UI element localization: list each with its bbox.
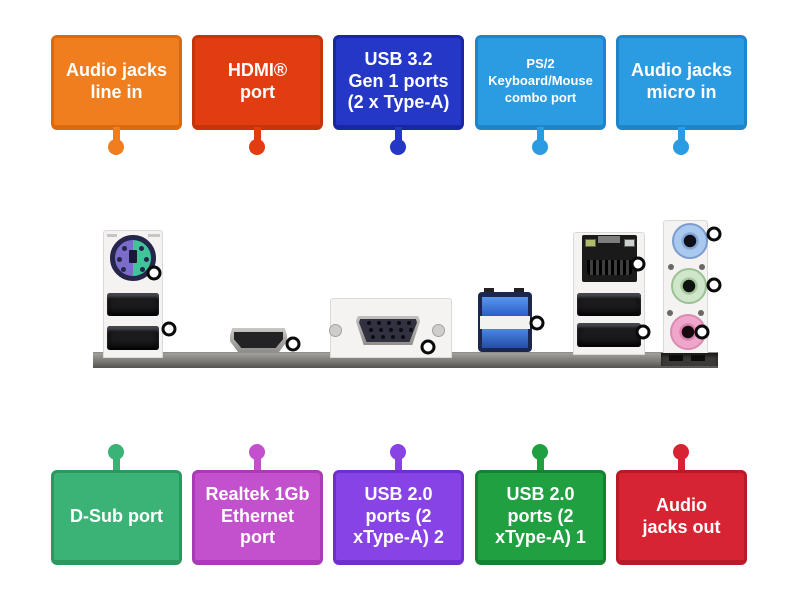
usb3-tongue-top xyxy=(482,297,528,316)
label-stem xyxy=(537,127,544,141)
target-marker-hdmi-port[interactable] xyxy=(285,336,301,352)
label-pin-dot xyxy=(108,139,124,155)
target-marker-line-out-jack[interactable] xyxy=(706,277,722,293)
usb2-port-left-bottom xyxy=(107,326,159,350)
bracket-mark xyxy=(148,234,160,237)
rj45-pins xyxy=(587,260,632,275)
label-pin-dot xyxy=(249,444,265,460)
audio-block-base xyxy=(661,353,718,366)
label-stem xyxy=(113,457,120,471)
label-pin-dot xyxy=(532,444,548,460)
audio-screws xyxy=(668,264,674,270)
label-pin-dot xyxy=(532,139,548,155)
label-realtek-ethernet-port[interactable]: Realtek 1Gb Ethernet port xyxy=(192,470,323,565)
usb3-tongue-bottom xyxy=(482,329,528,348)
hdmi-port xyxy=(230,328,287,352)
label-stem xyxy=(254,457,261,471)
target-marker-line-in-jack[interactable] xyxy=(706,226,722,242)
usb3-ports xyxy=(478,292,532,352)
label-pin-dot xyxy=(390,444,406,460)
d-sub-port xyxy=(356,316,420,345)
usb3-tab xyxy=(514,288,524,293)
label-pin-dot xyxy=(673,444,689,460)
lan-led-right xyxy=(624,239,635,247)
label-stem xyxy=(678,457,685,471)
audio-base-nub xyxy=(669,355,683,361)
label-usb32-gen1-ports[interactable]: USB 3.2 Gen 1 ports (2 x Type-A) xyxy=(333,35,464,130)
label-hdmi-port[interactable]: HDMI® port xyxy=(192,35,323,130)
label-usb20-ports-1[interactable]: USB 2.0 ports (2 xType-A) 1 xyxy=(475,470,606,565)
label-pin-dot xyxy=(108,444,124,460)
lan-led-left xyxy=(585,239,596,247)
target-marker-usb2-right-ports[interactable] xyxy=(635,324,651,340)
hdmi-port-slot xyxy=(234,332,283,348)
target-marker-ps2-port[interactable] xyxy=(146,265,162,281)
target-marker-usb2-left-ports[interactable] xyxy=(161,321,177,337)
label-stem xyxy=(113,127,120,141)
usb3-tab xyxy=(484,288,494,293)
label-audio-jacks-out[interactable]: Audio jacks out xyxy=(616,470,747,565)
label-stem xyxy=(254,127,261,141)
label-pin-dot xyxy=(673,139,689,155)
ps2-combo-port xyxy=(110,235,156,281)
line-in-jack xyxy=(672,223,708,259)
target-marker-d-sub-port[interactable] xyxy=(420,339,436,355)
usb2-port-right-bottom xyxy=(577,323,641,347)
label-audio-jacks-micro-in[interactable]: Audio jacks micro in xyxy=(616,35,747,130)
label-usb20-ports-2[interactable]: USB 2.0 ports (2 xType-A) 2 xyxy=(333,470,464,565)
vga-screw-right xyxy=(432,324,445,337)
label-d-sub-port[interactable]: D-Sub port xyxy=(51,470,182,565)
usb2-port-left-top xyxy=(107,293,159,316)
label-stem xyxy=(395,127,402,141)
d-sub-pins xyxy=(367,321,371,325)
label-pin-dot xyxy=(390,139,406,155)
rj45-clip xyxy=(598,236,620,243)
label-stem xyxy=(395,457,402,471)
ps2-pins xyxy=(122,246,127,251)
target-marker-ethernet-port[interactable] xyxy=(630,256,646,272)
usb2-port-right-top xyxy=(577,293,641,316)
target-marker-usb3-ports[interactable] xyxy=(529,315,545,331)
d-sub-face xyxy=(359,319,417,342)
label-audio-jacks-line-in[interactable]: Audio jacks line in xyxy=(51,35,182,130)
audio-base-nub xyxy=(691,355,705,361)
bracket-mark xyxy=(107,234,117,237)
label-stem xyxy=(678,127,685,141)
usb3-divider xyxy=(480,316,530,329)
label-pin-dot xyxy=(249,139,265,155)
target-marker-mic-jack[interactable] xyxy=(694,324,710,340)
label-ps2-combo-port[interactable]: PS/2 Keyboard/Mouse combo port xyxy=(475,35,606,130)
label-stem xyxy=(537,457,544,471)
ps2-center-slot xyxy=(129,250,137,263)
vga-screw-left xyxy=(329,324,342,337)
line-out-jack xyxy=(671,268,707,304)
io-panel-photo xyxy=(90,210,725,375)
